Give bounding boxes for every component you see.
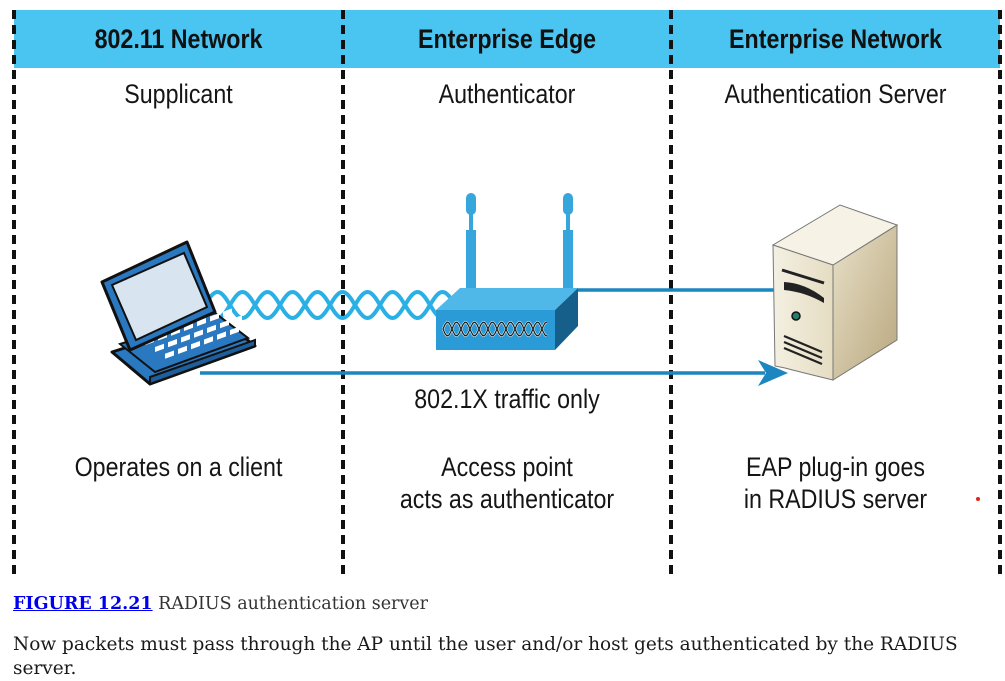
supplicant-description: Operates on a client	[37, 451, 320, 483]
laptop-icon	[100, 240, 257, 386]
figure-link[interactable]: FIGURE 12.21	[13, 594, 153, 614]
keyboard-key	[197, 317, 206, 327]
keyboard-key	[194, 329, 203, 338]
figure-caption: FIGURE 12.21 RADIUS authentication serve…	[13, 594, 428, 614]
annotation-dot	[976, 497, 980, 501]
column-title-enterprise-edge: Enterprise Edge	[417, 24, 597, 54]
radius-diagram: 802.11 Network Enterprise Edge Enterpris…	[12, 10, 1002, 580]
keyboard-key	[204, 336, 213, 345]
keyboard-key	[223, 308, 232, 317]
keyboard-key	[230, 326, 239, 335]
role-authentication-server: Authentication Server	[724, 79, 947, 109]
keyboard-key	[233, 315, 242, 324]
keyboard-key	[207, 324, 216, 333]
keyboard-key	[217, 331, 226, 340]
keyboard-key	[155, 343, 164, 352]
keyboard-key	[213, 301, 222, 310]
keyboard-key	[191, 340, 200, 350]
server-description: EAP plug-in goes in RADIUS server	[694, 451, 977, 515]
keyboard-key	[178, 345, 187, 354]
description-line: Access point	[441, 452, 573, 482]
column-title-802-11-network: 802.11 Network	[94, 24, 263, 54]
header-band	[14, 10, 1000, 68]
keyboard-key	[220, 319, 229, 329]
keyboard-key	[210, 313, 219, 322]
caption-text: RADIUS authentication server	[152, 594, 429, 614]
wireless-signal-icon	[203, 289, 463, 321]
column-divider	[12, 10, 16, 580]
column-divider	[669, 10, 673, 580]
column-title-enterprise-network: Enterprise Network	[729, 24, 942, 54]
keyboard-key	[181, 334, 190, 343]
column-divider	[998, 10, 1002, 580]
role-supplicant: Supplicant	[124, 79, 233, 109]
keyboard-key	[184, 322, 193, 331]
keyboard-key	[165, 350, 174, 359]
traffic-arrow	[200, 360, 788, 386]
traffic-label: 802.1X traffic only	[414, 384, 600, 414]
column-divider	[341, 10, 345, 580]
description-line: acts as authenticator	[399, 484, 615, 514]
description-line: in RADIUS server	[743, 484, 928, 514]
radius-server-icon	[771, 204, 899, 381]
description-line: EAP plug-in goes	[745, 452, 926, 482]
keyboard-key	[168, 338, 177, 348]
authenticator-description: Access point acts as authenticator	[366, 451, 648, 515]
diagram-art	[100, 193, 899, 386]
wireless-access-point-icon	[436, 193, 578, 350]
description-line: Operates on a client	[74, 452, 283, 482]
keyboard-key	[243, 321, 252, 331]
role-authenticator: Authenticator	[438, 79, 576, 109]
ap-signal-glyph	[441, 320, 548, 338]
body-paragraph: Now packets must pass through the AP unt…	[13, 634, 958, 679]
